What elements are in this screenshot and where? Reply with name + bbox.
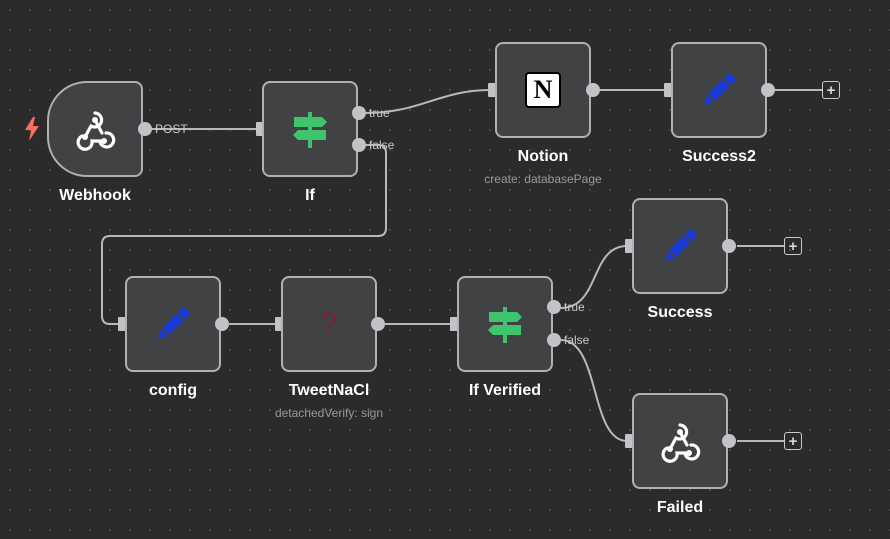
node-tweetnacl[interactable]: ? xyxy=(281,276,377,372)
port-label-false: false xyxy=(369,138,395,152)
output-handle-if-verified-true[interactable] xyxy=(547,300,561,314)
node-title-tweetnacl: TweetNaCl xyxy=(288,382,370,399)
output-handle-if-true[interactable] xyxy=(352,106,366,120)
connection-ifverified-failed xyxy=(560,339,628,442)
signpost-icon xyxy=(459,278,551,370)
lightning-bolt-icon xyxy=(25,117,39,141)
node-if-verified[interactable] xyxy=(457,276,553,372)
node-success2[interactable] xyxy=(671,42,767,138)
output-handle-webhook[interactable] xyxy=(138,122,152,136)
node-config[interactable] xyxy=(125,276,221,372)
notion-icon: N xyxy=(497,44,589,136)
input-handle-notion[interactable] xyxy=(488,83,496,97)
output-handle-success[interactable] xyxy=(722,239,736,253)
add-node-button-failed[interactable]: + xyxy=(784,432,802,450)
node-title-notion: Notion xyxy=(517,148,569,165)
input-handle-tweetnacl[interactable] xyxy=(275,317,283,331)
node-subtitle-tweetnacl: detachedVerify: sign xyxy=(274,406,384,420)
output-handle-config[interactable] xyxy=(215,317,229,331)
output-handle-success2[interactable] xyxy=(761,83,775,97)
node-title-success: Success xyxy=(647,304,713,321)
input-handle-success2[interactable] xyxy=(664,83,672,97)
add-node-button-success[interactable]: + xyxy=(784,237,802,255)
input-handle-success[interactable] xyxy=(625,239,633,253)
node-title-if: If xyxy=(305,187,315,204)
port-label-post: POST xyxy=(155,122,188,136)
output-handle-failed[interactable] xyxy=(722,434,736,448)
port-label-true: true xyxy=(564,300,585,314)
port-label-true: true xyxy=(369,106,390,120)
node-title-config: config xyxy=(149,382,197,399)
output-handle-if-false[interactable] xyxy=(352,138,366,152)
node-subtitle-notion: create: databasePage xyxy=(484,172,602,186)
webhook-icon xyxy=(634,395,726,487)
node-title-webhook: Webhook xyxy=(59,187,131,204)
connection-if-notion xyxy=(365,89,491,114)
port-label-false: false xyxy=(564,333,590,347)
node-webhook[interactable] xyxy=(47,81,143,177)
connection-if-config xyxy=(101,144,387,325)
pencil-icon xyxy=(634,200,726,292)
input-handle-if[interactable] xyxy=(256,122,264,136)
add-node-button-success2[interactable]: + xyxy=(822,81,840,99)
pencil-icon xyxy=(673,44,765,136)
question-mark-icon: ? xyxy=(320,307,338,340)
input-handle-failed[interactable] xyxy=(625,434,633,448)
output-handle-tweetnacl[interactable] xyxy=(371,317,385,331)
connection-ifverified-success xyxy=(560,245,628,309)
pencil-icon xyxy=(127,278,219,370)
webhook-icon xyxy=(49,83,141,175)
node-title-if-verified: If Verified xyxy=(468,382,542,399)
node-title-success2: Success2 xyxy=(682,148,756,165)
output-handle-if-verified-false[interactable] xyxy=(547,333,561,347)
node-title-failed: Failed xyxy=(656,499,704,516)
node-if[interactable] xyxy=(262,81,358,177)
node-failed[interactable] xyxy=(632,393,728,489)
output-handle-notion[interactable] xyxy=(586,83,600,97)
node-notion[interactable]: N xyxy=(495,42,591,138)
node-success[interactable] xyxy=(632,198,728,294)
input-handle-if-verified[interactable] xyxy=(450,317,458,331)
input-handle-config[interactable] xyxy=(118,317,126,331)
signpost-icon xyxy=(264,83,356,175)
